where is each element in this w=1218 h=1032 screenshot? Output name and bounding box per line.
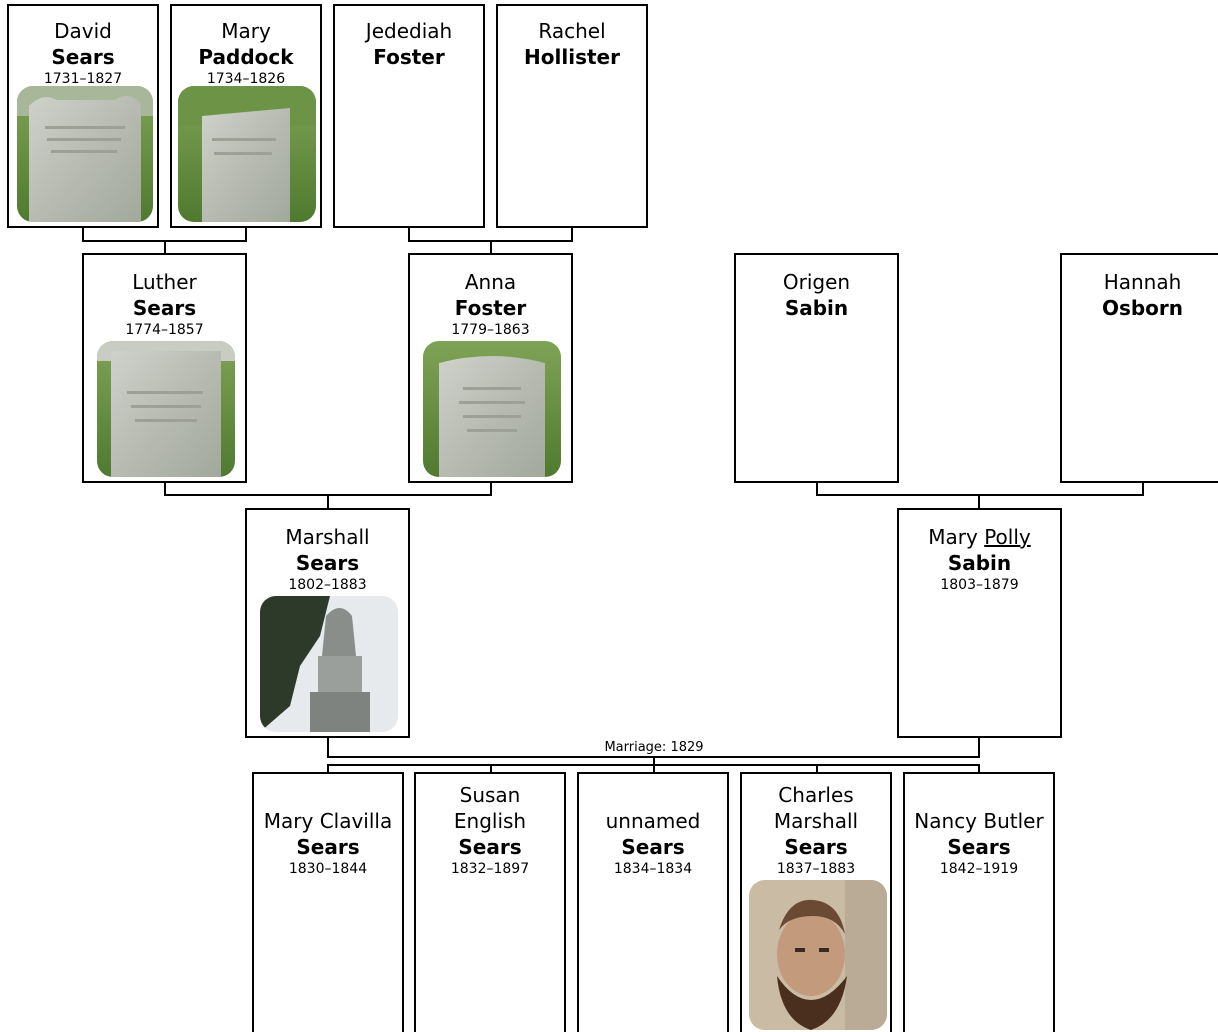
given-name: Rachel [538, 19, 606, 43]
headstone-photo[interactable] [97, 341, 235, 477]
connector [816, 481, 818, 496]
surname: Paddock [198, 45, 294, 69]
life-dates: 1802–1883 [288, 577, 367, 593]
surname: Foster [454, 296, 527, 320]
surname: Foster [373, 45, 445, 69]
given-name: Mary [221, 19, 271, 43]
person-card-luther-sears[interactable]: Luther Sears 1774–1857 [82, 253, 247, 483]
life-dates: 1832–1897 [450, 861, 530, 877]
surname: Sears [51, 45, 115, 69]
given-name: Marshall [285, 525, 370, 549]
life-dates: 1731–1827 [43, 71, 123, 87]
person-card-rachel-hollister[interactable]: Rachel Hollister [496, 4, 648, 228]
connector [816, 764, 818, 773]
person-card-nancy-butler-sears[interactable]: Nancy Butler Sears 1842–1919 [903, 772, 1055, 1032]
connector [408, 227, 410, 241]
surname: Hollister [524, 45, 620, 69]
surname: Osborn [1101, 296, 1184, 320]
person-card-david-sears[interactable]: David Sears 1731–1827 [7, 4, 159, 228]
connector [978, 736, 980, 758]
connector [327, 494, 329, 509]
given-name: Mary Clavilla [263, 809, 393, 833]
given-name: Charles Marshall [773, 783, 859, 833]
connector [245, 227, 247, 241]
given-name: Mary [928, 525, 978, 549]
person-card-mary-paddock[interactable]: Mary Paddock 1734–1826 [170, 4, 322, 228]
given-name: Nancy Butler [914, 809, 1044, 833]
surname: Sears [621, 835, 685, 859]
given-name: Origen [782, 270, 851, 294]
life-dates: 1834–1834 [613, 861, 693, 877]
connector [978, 494, 980, 509]
connector [816, 494, 1144, 496]
surname: Sears [784, 835, 848, 859]
life-dates: 1774–1857 [125, 322, 204, 338]
person-card-susan-english-sears[interactable]: Susan English Sears 1832–1897 [414, 772, 566, 1032]
life-dates: 1842–1919 [939, 861, 1019, 877]
connector [82, 227, 84, 241]
life-dates: 1779–1863 [451, 322, 530, 338]
nickname: Polly [984, 525, 1031, 549]
surname: Sabin [784, 296, 849, 320]
connector [490, 764, 492, 773]
person-card-mary-polly-sabin[interactable]: Mary Polly Sabin 1803–1879 [897, 508, 1062, 738]
person-card-origen-sabin[interactable]: Origen Sabin [734, 253, 899, 483]
life-dates: 1830–1844 [288, 861, 368, 877]
surname: Sears [132, 296, 197, 320]
person-card-anna-foster[interactable]: Anna Foster 1779–1863 [408, 253, 573, 483]
connector [490, 240, 492, 254]
connector [978, 764, 980, 773]
connector [490, 481, 492, 496]
person-card-jedediah-foster[interactable]: Jedediah Foster [333, 4, 485, 228]
life-dates: 1837–1883 [776, 861, 856, 877]
given-name: unnamed [605, 809, 701, 833]
person-card-unnamed-sears[interactable]: unnamed Sears 1834–1834 [577, 772, 729, 1032]
connector [653, 764, 655, 773]
given-name: Hannah [1103, 270, 1182, 294]
person-card-hannah-osborn[interactable]: Hannah Osborn [1060, 253, 1218, 483]
surname: Sears [458, 835, 522, 859]
connector [571, 227, 573, 241]
given-name: Jedediah [365, 19, 453, 43]
life-dates: 1734–1826 [206, 71, 286, 87]
life-dates: 1803–1879 [940, 577, 1019, 593]
connector [327, 764, 329, 773]
given-name: Anna [464, 270, 517, 294]
person-card-charles-marshall-sears[interactable]: Charles Marshall Sears 1837–1883 [740, 772, 892, 1032]
surname: Sears [296, 835, 360, 859]
surname: Sabin [947, 551, 1012, 575]
headstone-photo[interactable] [17, 86, 153, 222]
connector [1142, 481, 1144, 496]
person-card-mary-clavilla-sears[interactable]: Mary Clavilla Sears 1830–1844 [252, 772, 404, 1032]
surname: Sears [295, 551, 360, 575]
connector [164, 240, 166, 254]
surname: Sears [947, 835, 1011, 859]
given-name: Luther [132, 270, 197, 294]
connector [653, 756, 655, 766]
connector [327, 736, 329, 758]
connector [164, 481, 166, 496]
headstone-photo[interactable] [423, 341, 561, 477]
person-card-marshall-sears[interactable]: Marshall Sears 1802–1883 [245, 508, 410, 738]
monument-photo[interactable] [260, 596, 398, 732]
portrait-photo[interactable] [749, 880, 887, 1030]
marriage-label: Marriage: 1829 [602, 740, 706, 755]
given-name: Susan English [453, 783, 527, 833]
headstone-photo[interactable] [178, 86, 316, 222]
given-name: David [54, 19, 112, 43]
